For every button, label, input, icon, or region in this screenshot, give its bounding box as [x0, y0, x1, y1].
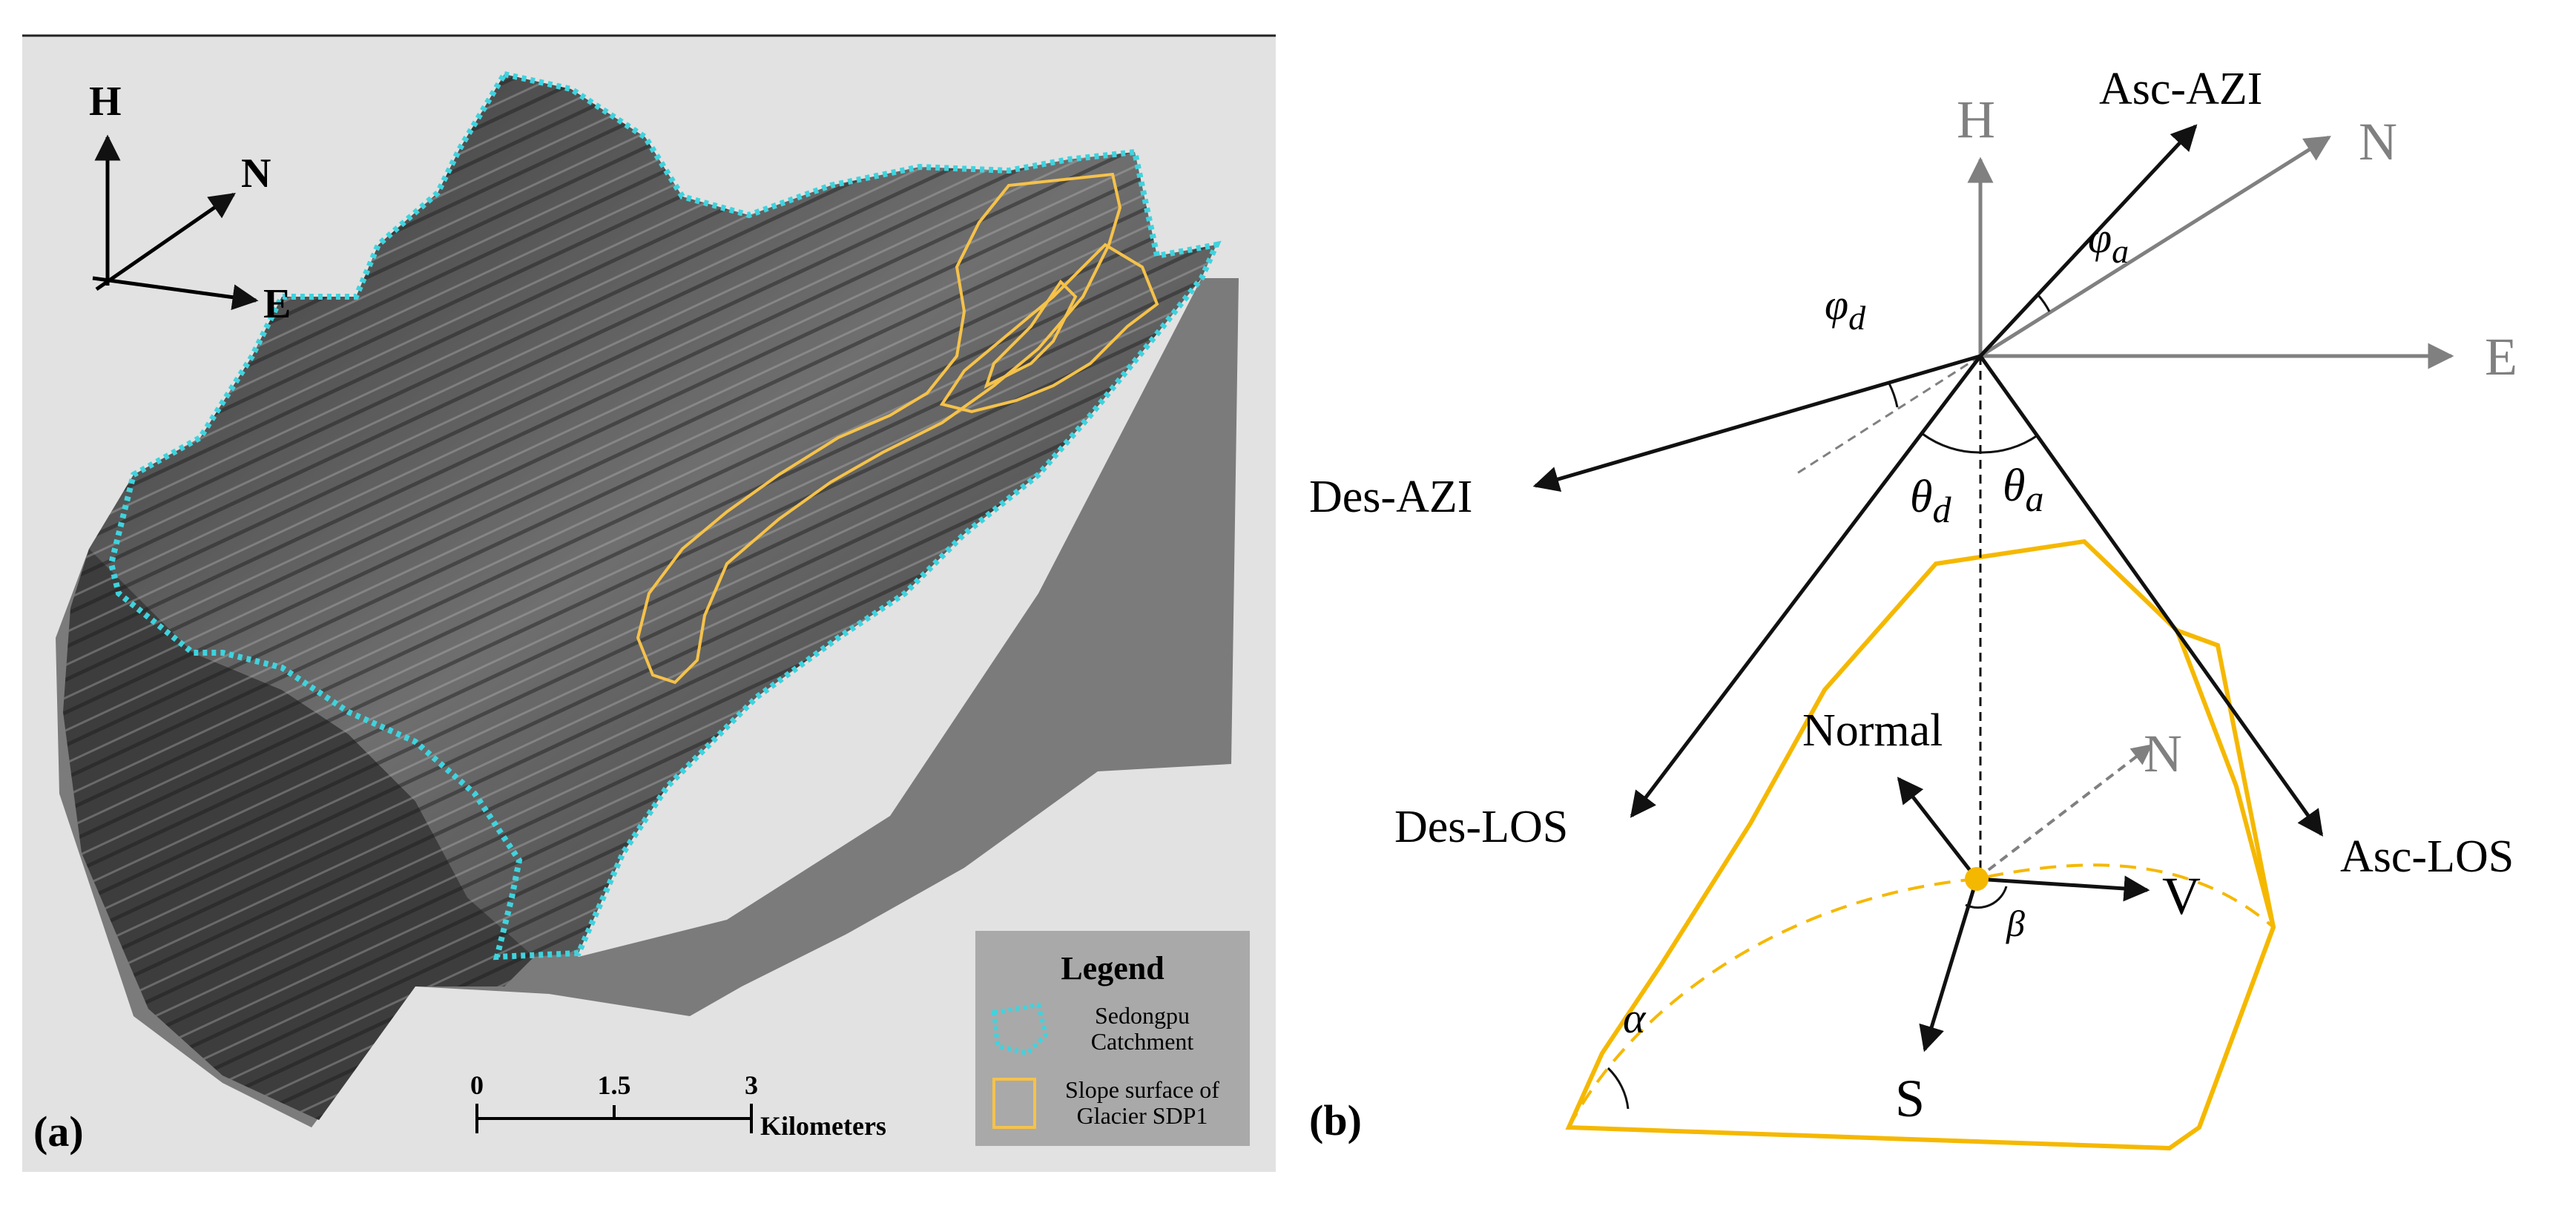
scale-unit: Kilometers [760, 1111, 886, 1141]
scale-label-1: 1.5 [598, 1070, 631, 1100]
phi-a-arc [2037, 294, 2051, 312]
phi-d-label: φd [1825, 280, 1866, 337]
slope-surface-dashed-edge [1567, 863, 2275, 1128]
glacier-inner-outline-2 [984, 279, 1078, 389]
des-los-arrow [1630, 355, 1982, 818]
slope-surface-back-edge [2175, 628, 2276, 1129]
e-axis-label: E [2485, 327, 2517, 386]
slope-surface-outline [1565, 538, 2276, 1151]
des-azi-arrow [1532, 354, 1981, 492]
compass-e-arrow [92, 276, 259, 311]
theta-a-subscript: a [2025, 478, 2043, 519]
glacier-sdp1-outline [636, 172, 1122, 685]
compass-n-arrow [95, 192, 236, 291]
compass-e-label: E [263, 281, 291, 327]
legend-title: Legend [1061, 950, 1164, 986]
theta-a-symbol: θ [2003, 461, 2025, 511]
asc-los-label: Asc-LOS [2340, 831, 2514, 882]
n-axis-arrow [1979, 135, 2331, 358]
des-azi-dashed-extension [1794, 355, 1981, 476]
glacier-inner-outline [939, 243, 1159, 414]
legend-box [975, 931, 1250, 1146]
observation-point [1965, 867, 1989, 891]
legend-item-catchment-line1: Sedongpu [1095, 1002, 1190, 1029]
phi-d-arc [1888, 383, 1899, 408]
phi-d-subscript: d [1848, 299, 1866, 337]
legend-item-glacier-line2: Glacier SDP1 [1077, 1102, 1208, 1129]
scale-bar: 0 1.5 3 Kilometers [470, 1070, 886, 1141]
compass-h-label: H [89, 79, 122, 125]
beta-arc [1965, 886, 2008, 909]
panel-b: H N E N Asc-AZI Des-AZI Des-LOS Asc-LOS … [1309, 64, 2517, 1151]
scale-label-0: 0 [470, 1070, 484, 1100]
compass-n-label: N [241, 151, 271, 197]
local-n-label: N [2144, 724, 2182, 783]
v-arrow [1976, 875, 2150, 902]
compass-rose: H N E [89, 79, 291, 327]
des-los-label: Des-LOS [1394, 802, 1568, 852]
legend: Legend Sedongpu Catchment Slope surface … [975, 931, 1250, 1146]
glacier-legend-swatch [992, 1078, 1036, 1129]
h-axis-label: H [1957, 90, 1995, 149]
asc-azi-label: Asc-AZI [2099, 64, 2262, 114]
phi-a-label: φa [2088, 214, 2129, 270]
local-n-arrow [1975, 744, 2153, 880]
theta-d-subscript: d [1932, 489, 1951, 530]
des-azi-label: Des-AZI [1309, 472, 1472, 522]
legend-item-glacier-line1: Slope surface of [1065, 1076, 1219, 1103]
alpha-label: α [1623, 994, 1647, 1042]
catchment-legend-swatch [991, 1002, 1049, 1056]
phi-a-subscript: a [2112, 232, 2129, 270]
theta-d-label: θd [1910, 472, 1951, 530]
theta-a-arc [1980, 434, 2038, 454]
s-arrow [1919, 878, 1979, 1052]
v-label: V [2162, 866, 2201, 926]
n-axis-label: N [2359, 112, 2397, 171]
catchment-boundary [108, 70, 1222, 961]
normal-label: Normal [1802, 705, 1943, 756]
theta-a-label: θa [2003, 461, 2043, 519]
terrain-texture-lower [63, 549, 534, 1120]
terrain-texture [89, 74, 1216, 957]
s-label: S [1895, 1069, 1925, 1128]
asc-azi-arrow [1979, 124, 2198, 358]
theta-d-arc [1922, 432, 1981, 454]
theta-d-symbol: θ [1910, 472, 1932, 522]
scale-label-2: 3 [745, 1070, 758, 1100]
phi-d-symbol: φ [1825, 280, 1848, 329]
normal-arrow [1897, 777, 1978, 880]
legend-item-catchment-line2: Catchment [1091, 1028, 1194, 1055]
beta-label: β [2006, 903, 2025, 944]
panel-a-label: (a) [33, 1107, 84, 1156]
panel-a: H N E Legend Sedongpu Catchment Slope su… [22, 34, 1276, 1172]
alpha-arc [1607, 1067, 1630, 1110]
phi-a-symbol: φ [2088, 214, 2112, 262]
panel-b-label: (b) [1309, 1096, 1362, 1144]
